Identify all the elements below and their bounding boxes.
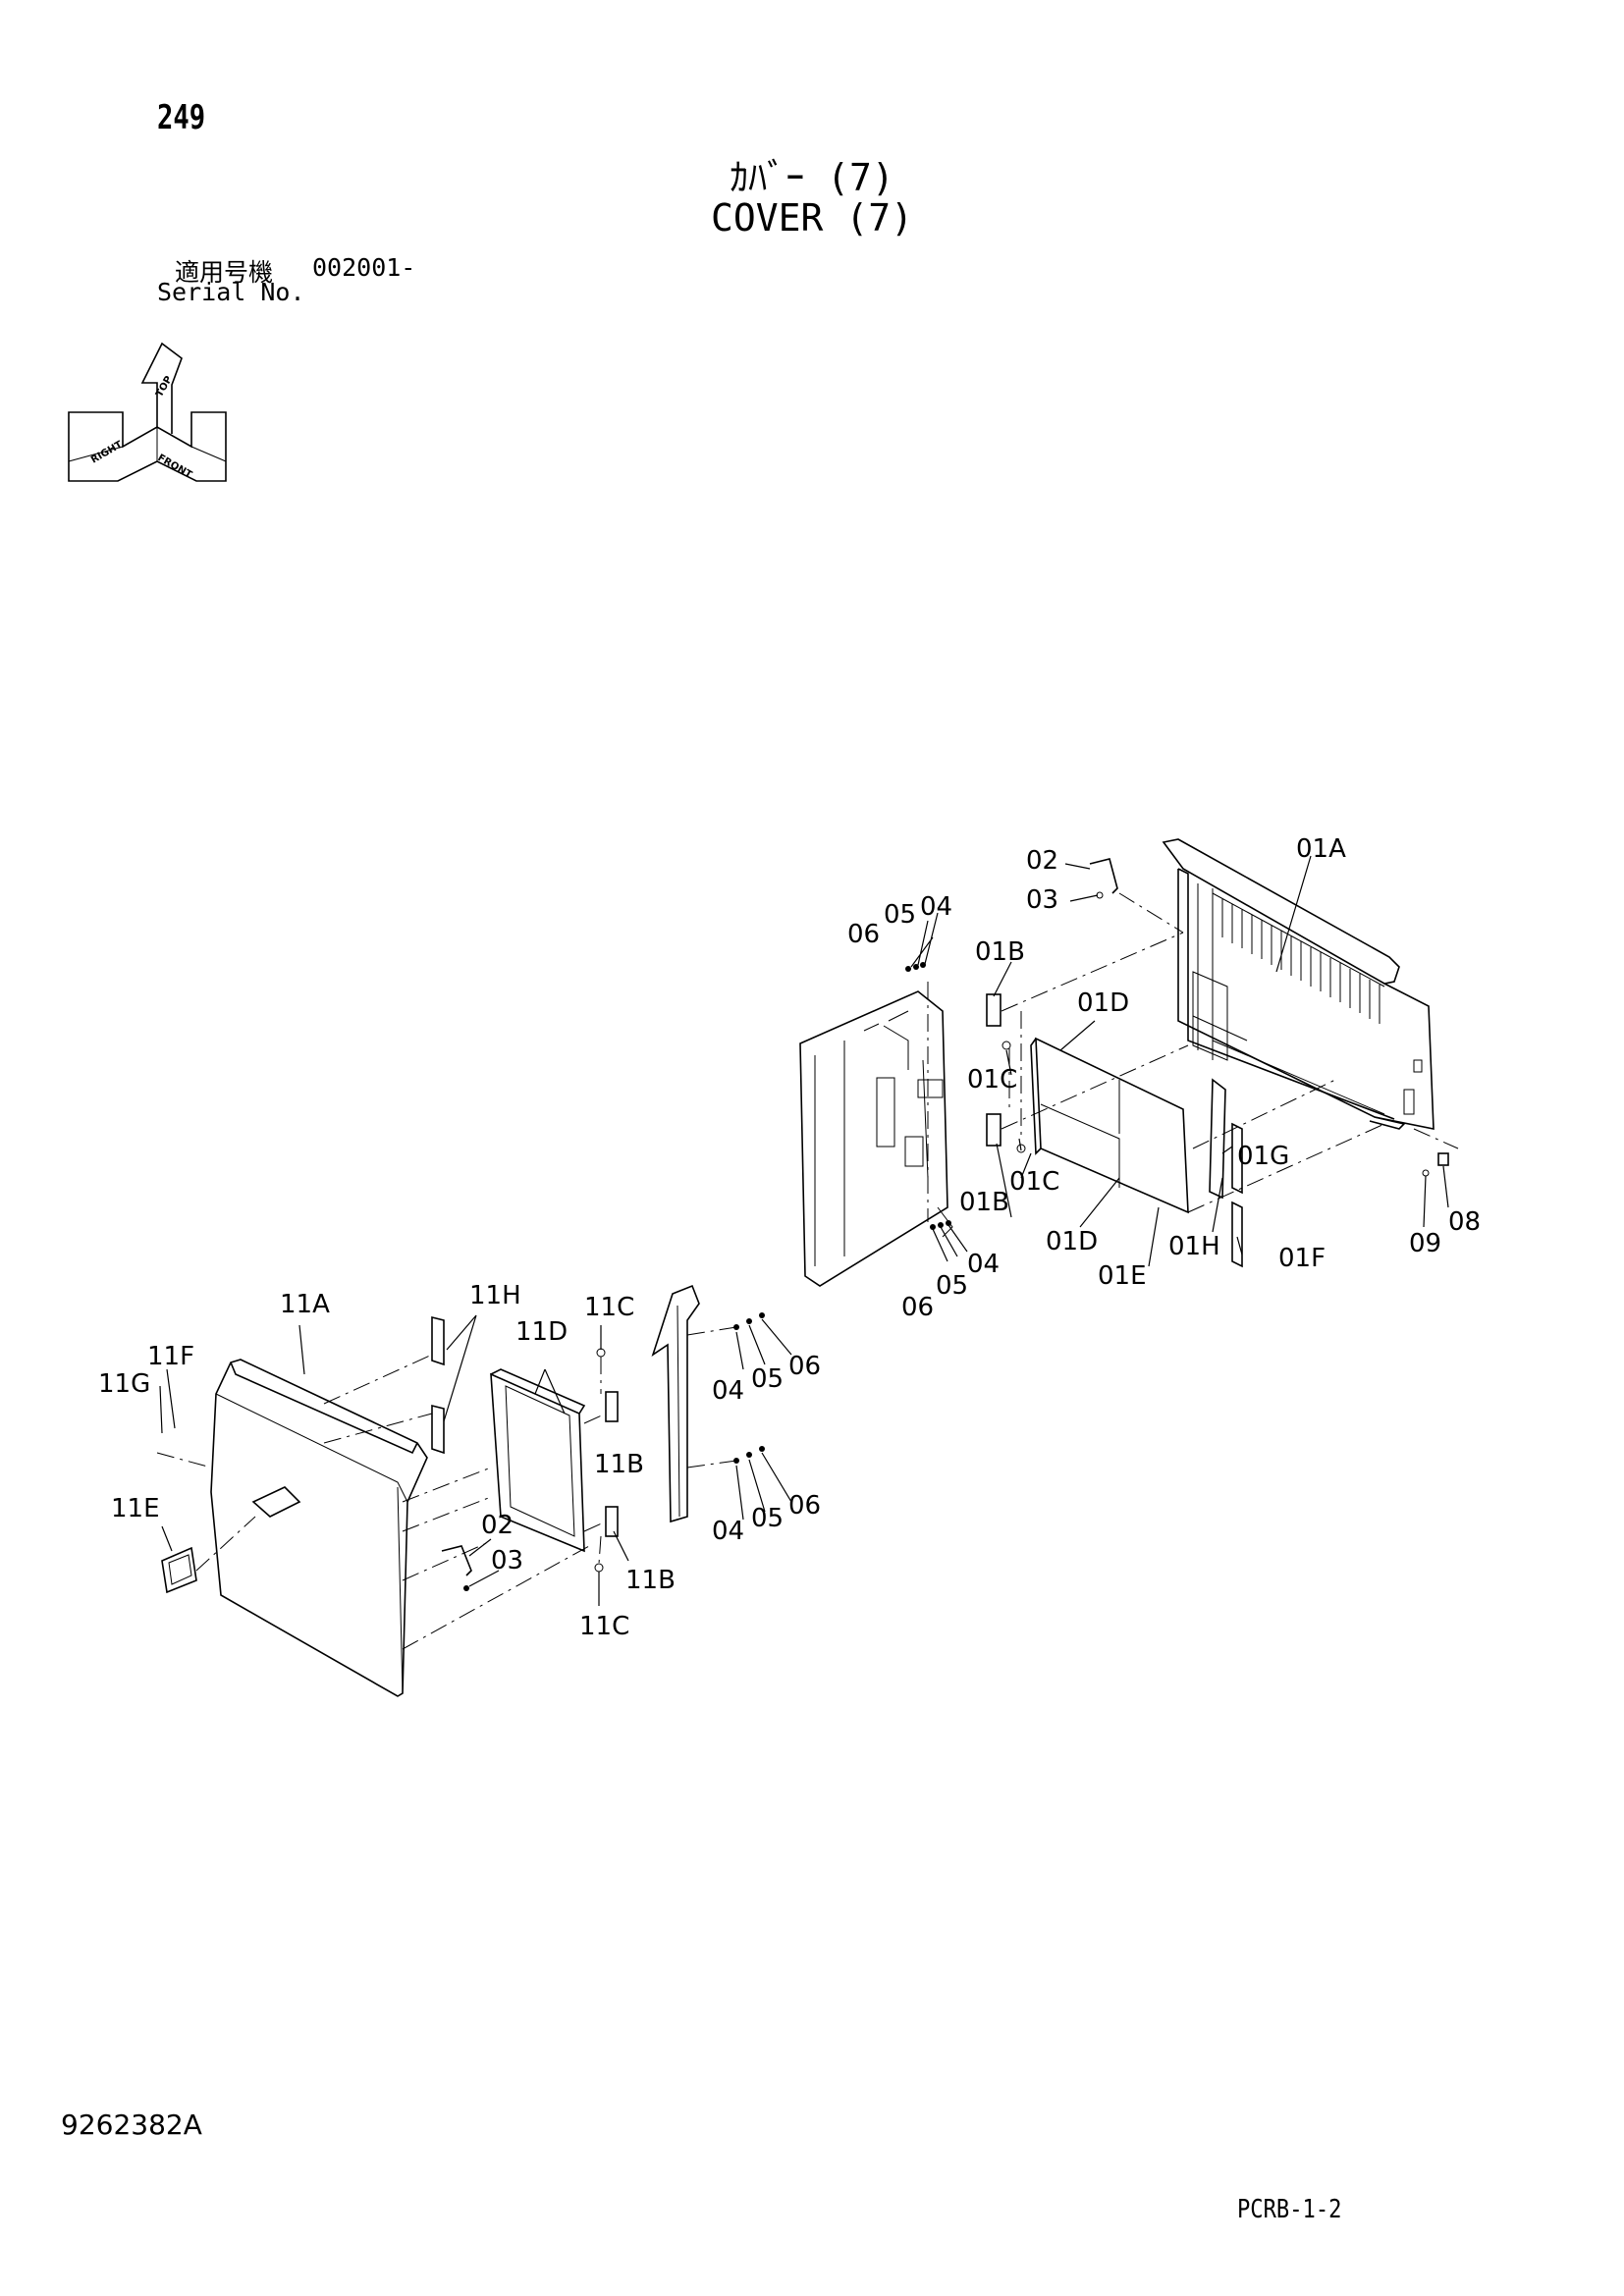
callout-01f: 01F — [1278, 1244, 1326, 1273]
callout-11f: 11F — [147, 1342, 194, 1371]
washer-06-upper — [905, 966, 911, 972]
support-post — [651, 1284, 700, 1523]
callout-01d-upper: 01D — [1077, 988, 1129, 1018]
cover-11a — [210, 1359, 428, 1697]
callout-11d: 11D — [515, 1317, 568, 1347]
bolt-11c-upper — [596, 1348, 606, 1358]
page-number: 249 — [157, 98, 206, 137]
screw-09 — [1422, 1169, 1430, 1177]
seal-01h — [1231, 1122, 1243, 1195]
callout-03-lower: 03 — [491, 1546, 523, 1575]
bolt-11c-lower — [594, 1563, 604, 1573]
callout-03-upper: 03 — [1026, 885, 1058, 915]
callout-06-lower-b: 06 — [788, 1491, 821, 1521]
callout-11a: 11A — [280, 1290, 330, 1319]
callout-01g: 01G — [1237, 1142, 1289, 1171]
callout-05-mid: 05 — [936, 1271, 968, 1301]
seal-11h-lower — [431, 1404, 445, 1455]
callout-04-lower-a: 04 — [712, 1376, 744, 1406]
callout-11c-lower: 11C — [579, 1612, 629, 1641]
callout-11e: 11E — [111, 1494, 160, 1523]
callout-04-lower-b: 04 — [712, 1517, 744, 1546]
callout-11b-lower: 11B — [625, 1566, 676, 1595]
seal-01g — [1209, 1078, 1226, 1200]
bolt-01c-upper — [1001, 1041, 1011, 1050]
handle-02-upper — [1089, 858, 1118, 894]
serial-label-japanese: 適用号機 — [175, 258, 274, 287]
callout-05-upper: 05 — [884, 900, 916, 930]
drawing-number: 9262382A — [61, 2109, 202, 2141]
callout-04-mid: 04 — [967, 1250, 1000, 1279]
callout-11g: 11G — [98, 1369, 150, 1399]
washer-06-mid — [930, 1224, 936, 1230]
bolt-04-mid — [946, 1220, 951, 1226]
page-code: PCRB-1-2 — [1237, 2195, 1342, 2224]
clip-08 — [1437, 1152, 1449, 1166]
callout-02-lower: 02 — [481, 1511, 514, 1540]
seal-01f — [1231, 1201, 1243, 1268]
callout-06-mid: 06 — [901, 1293, 934, 1322]
callout-01d-lower: 01D — [1046, 1227, 1098, 1256]
bolt-01c-lower — [1016, 1144, 1026, 1153]
hinge-11b-lower — [605, 1506, 619, 1537]
callout-05-lower-b: 05 — [751, 1504, 784, 1533]
orientation-compass-icon: TOP RIGHT FRONT — [68, 342, 227, 482]
callout-01e: 01E — [1098, 1261, 1147, 1291]
orientation-right-label: RIGHT — [89, 440, 125, 466]
callout-01c-lower: 01C — [1009, 1167, 1059, 1197]
serial-label: Serial No. — [157, 278, 305, 306]
page-title: COVER (7) — [711, 196, 913, 240]
callout-01h: 01H — [1168, 1232, 1220, 1261]
callout-08: 08 — [1448, 1207, 1481, 1237]
callout-11b-upper: 11B — [594, 1450, 644, 1479]
handle-11e — [161, 1546, 197, 1594]
callout-06-lower-a: 06 — [788, 1352, 821, 1381]
callout-05-lower-a: 05 — [751, 1364, 784, 1394]
seal-11h-upper — [431, 1315, 445, 1366]
callout-04-upper: 04 — [920, 892, 952, 922]
serial-number-range: 002001- — [312, 253, 416, 282]
callout-11c-upper: 11C — [584, 1293, 634, 1322]
washer-05-lower-b — [746, 1452, 752, 1458]
washer-06-lower-b — [759, 1446, 765, 1452]
washer-06-lower-a — [759, 1312, 765, 1318]
screw-03-lower — [463, 1585, 469, 1591]
washer-05-lower-a — [746, 1318, 752, 1324]
callout-01c-upper: 01C — [967, 1065, 1017, 1095]
hinge-01b-upper — [986, 993, 1001, 1027]
page-title-japanese: ｶﾊﾞｰ (7) — [730, 156, 894, 199]
callout-01a: 01A — [1296, 834, 1346, 864]
orientation-front-label: FRONT — [156, 453, 194, 481]
hinge-11b-upper — [605, 1391, 619, 1422]
callout-02-upper: 02 — [1026, 846, 1058, 876]
cover-frame-01a — [1162, 838, 1435, 1130]
panel-bracket-upper — [799, 990, 953, 1287]
bolt-04-upper — [920, 962, 926, 968]
washer-05-upper — [913, 964, 919, 970]
door-panel-11d — [490, 1368, 586, 1553]
handle-02-lower — [441, 1545, 472, 1576]
callout-06-upper: 06 — [847, 920, 880, 949]
callout-01b-lower: 01B — [959, 1188, 1009, 1217]
callout-09: 09 — [1409, 1229, 1441, 1258]
cover-louver-slats — [1221, 898, 1380, 1024]
callout-11h: 11H — [469, 1281, 521, 1310]
callout-01b-upper: 01B — [975, 937, 1025, 967]
washer-05-mid — [938, 1222, 944, 1228]
hinge-01b-lower — [986, 1113, 1001, 1147]
